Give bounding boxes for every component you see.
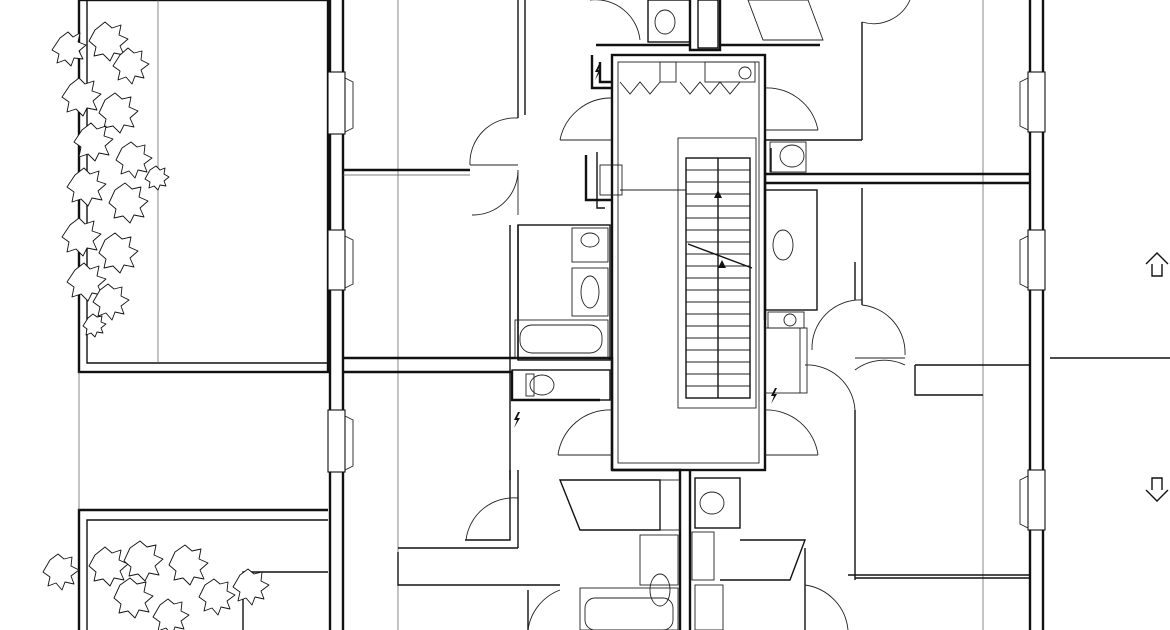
arrow-up-icon[interactable] [1145,252,1169,277]
west-facade-windows [327,71,354,473]
dash-lines [397,0,984,630]
wc-top [596,0,820,52]
right-partitions [765,22,1030,630]
bathroom-upper-right [764,189,818,394]
stair-flight[interactable] [620,157,753,399]
left-courtyard-upper [77,0,330,374]
bathroom-lower [558,468,807,630]
core-service-shafts [584,55,772,320]
doors[interactable] [465,0,911,630]
stair-core [610,53,767,472]
bathroom-upper-left [514,224,611,361]
arrow-down-icon[interactable] [1145,477,1169,502]
lightning-icon [514,64,777,428]
east-facade-windows [1019,71,1046,531]
wc-upper-right [769,141,807,173]
tree-cluster-lower [42,540,270,630]
wc-upper-left [511,369,611,401]
tree-cluster-upper [51,21,170,338]
